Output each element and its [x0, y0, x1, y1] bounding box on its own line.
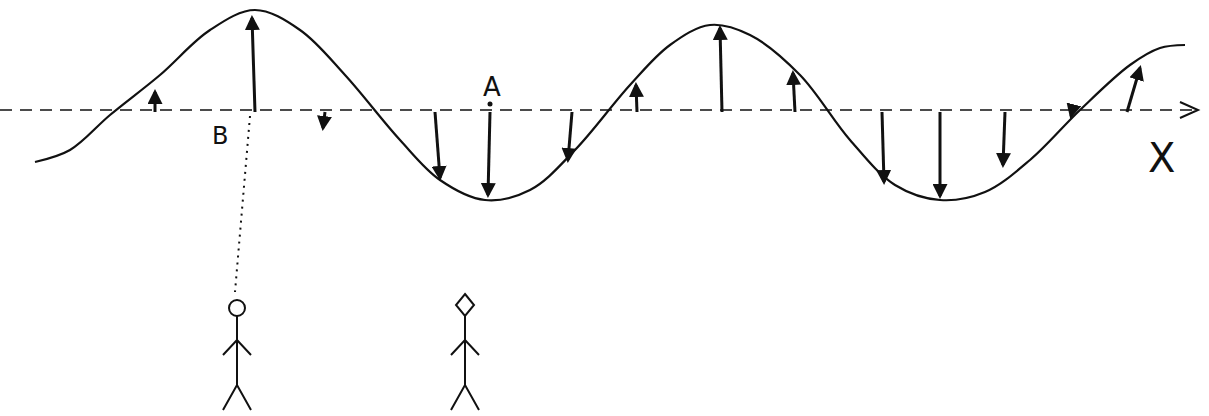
sight-line — [235, 116, 250, 292]
displacement-arrow — [636, 85, 637, 112]
point-a-dot — [488, 102, 493, 107]
stick-figure — [451, 294, 479, 410]
figure-head — [229, 300, 245, 316]
displacement-arrow — [793, 73, 795, 112]
axis-arrowhead — [1180, 102, 1198, 118]
displacement-arrow — [435, 112, 440, 178]
stick-figure — [223, 300, 251, 410]
displacement-arrow — [1003, 112, 1005, 165]
displacement-arrow — [720, 28, 722, 112]
displacement-arrow — [939, 112, 942, 196]
point-label: A — [483, 74, 501, 100]
axis-line — [0, 109, 1195, 111]
displacement-arrow — [568, 112, 572, 160]
displacement-arrow — [1071, 112, 1072, 116]
displacement-arrow — [488, 112, 490, 195]
wave-curve — [35, 10, 1185, 200]
figure-head — [456, 294, 474, 316]
displacement-arrow — [154, 92, 157, 112]
displacement-arrow — [252, 18, 255, 112]
figure-body — [451, 316, 479, 410]
displacement-arrow — [1127, 68, 1140, 112]
axis-label: X — [1148, 138, 1175, 178]
displacement-arrow — [882, 112, 884, 182]
displacement-arrow — [323, 112, 325, 128]
figure-body — [223, 316, 251, 410]
point-label: B — [212, 124, 228, 148]
